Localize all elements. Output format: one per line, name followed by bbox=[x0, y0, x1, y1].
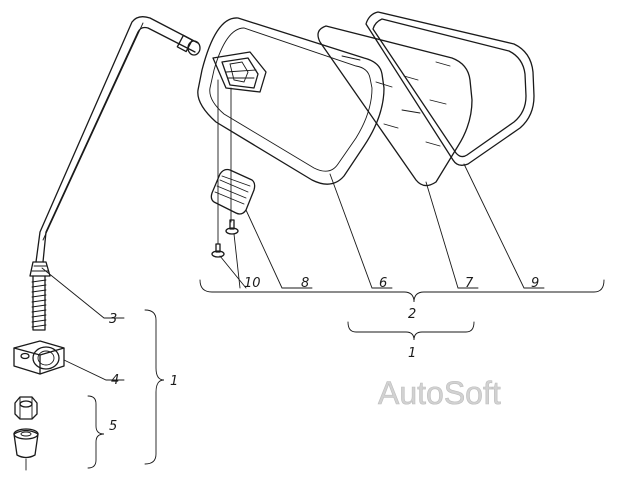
mirror-rod bbox=[29, 16, 201, 331]
mirror-housing bbox=[197, 17, 385, 185]
brackets bbox=[87, 279, 605, 469]
mirror-glass bbox=[317, 25, 473, 187]
leader-lines bbox=[41, 163, 545, 381]
mounting-pad bbox=[210, 168, 256, 215]
callout-6: 6 bbox=[379, 276, 387, 291]
callout-labels: 3 4 5 1 10 8 6 7 9 2 1 bbox=[109, 276, 539, 434]
callout-5: 5 bbox=[109, 419, 117, 434]
watermark: AutoSoft bbox=[378, 375, 501, 411]
callout-1-right: 1 bbox=[408, 346, 416, 361]
callout-7: 7 bbox=[465, 276, 474, 291]
callout-8: 8 bbox=[301, 276, 309, 291]
callout-2: 2 bbox=[408, 307, 416, 322]
mirror-frame bbox=[365, 11, 535, 166]
clamp bbox=[13, 340, 65, 375]
callout-3: 3 bbox=[109, 312, 117, 327]
callout-10: 10 bbox=[244, 276, 261, 291]
callout-4: 4 bbox=[111, 373, 119, 388]
nut-and-cap bbox=[13, 396, 39, 471]
screws bbox=[211, 79, 239, 258]
callout-1-left: 1 bbox=[170, 374, 178, 389]
callout-9: 9 bbox=[531, 276, 539, 291]
